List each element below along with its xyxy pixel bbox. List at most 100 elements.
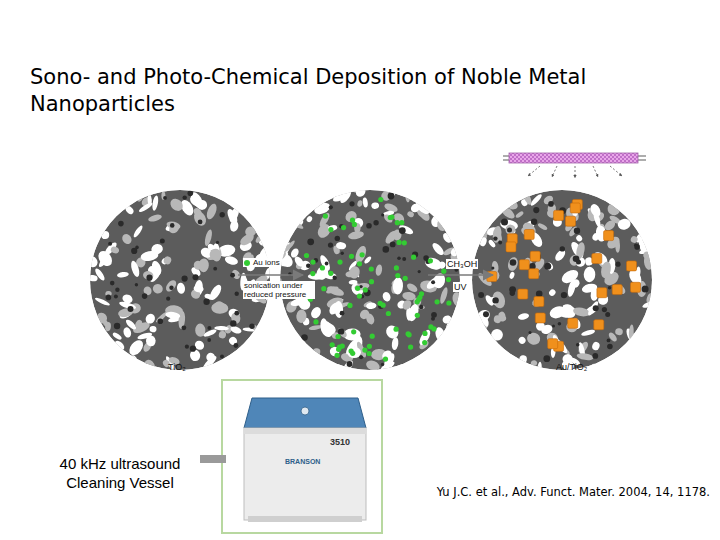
pore-shadow	[602, 307, 607, 312]
pore	[183, 181, 195, 191]
pore	[101, 231, 109, 239]
pore-shadow	[114, 323, 120, 329]
pore	[607, 331, 618, 343]
pore	[437, 218, 449, 231]
au-nanoparticle	[529, 269, 539, 279]
pore	[476, 308, 492, 324]
au-ion-dot	[395, 273, 400, 278]
cleaner-body	[244, 428, 366, 520]
pore	[365, 359, 382, 373]
pore-shadow	[399, 227, 406, 234]
au-ion-dot	[394, 265, 399, 270]
au-nanoparticle	[487, 272, 497, 282]
pore-shadow	[230, 320, 236, 326]
step-label: UV	[453, 282, 468, 292]
pore-shadow	[190, 346, 196, 352]
pore-shadow	[115, 288, 119, 292]
model-number: 3510	[330, 437, 350, 447]
pore-shadow	[558, 322, 562, 326]
pore	[142, 270, 154, 281]
pore-shadow	[592, 353, 598, 359]
pore	[381, 291, 391, 303]
pore	[379, 360, 396, 374]
pore-shadow	[169, 286, 173, 290]
au-ion-dot	[313, 319, 318, 324]
pore-shadow	[182, 276, 188, 282]
au-ion-dot	[328, 227, 333, 232]
au-nanoparticle	[548, 339, 558, 349]
au-ion-dot	[323, 214, 328, 219]
pore-shadow	[383, 246, 390, 253]
light-ray	[528, 166, 540, 176]
pore	[250, 323, 263, 334]
au-nanoparticle	[604, 231, 614, 241]
pore	[576, 352, 594, 361]
pore-shadow	[388, 193, 395, 200]
pore	[117, 307, 134, 318]
pore	[488, 296, 499, 306]
pore-shadow	[203, 299, 209, 305]
process-arrow	[428, 274, 493, 276]
pore-shadow	[507, 227, 512, 232]
au-ion-dot	[341, 225, 346, 230]
pore	[451, 291, 465, 309]
pore-shadow	[402, 257, 406, 261]
au-nanoparticle	[568, 318, 578, 328]
au-ion-dot	[435, 299, 440, 304]
pore-shadow	[114, 295, 118, 299]
au-nanoparticle	[554, 210, 564, 220]
au-ion-dot	[367, 344, 372, 349]
pore	[492, 225, 503, 243]
pore	[409, 202, 421, 214]
au-nanoparticle	[627, 261, 637, 271]
au-ion-dot	[335, 353, 340, 358]
material-label: Au/TiO₂	[556, 362, 587, 372]
pore-shadow	[419, 305, 423, 309]
pore	[526, 331, 542, 346]
cleaner-base	[248, 516, 362, 522]
pore	[121, 293, 134, 305]
au-nanoparticle	[524, 230, 534, 240]
pore	[642, 301, 654, 309]
legend-row: Au ions	[243, 258, 281, 267]
pore-shadow	[307, 238, 314, 245]
pore	[536, 361, 542, 378]
pore	[548, 288, 557, 297]
pore-shadow	[607, 339, 611, 343]
pore-shadow	[381, 213, 384, 216]
pore	[353, 244, 368, 264]
pore-shadow	[390, 242, 396, 248]
pore	[287, 217, 305, 230]
pore-shadow	[106, 295, 112, 301]
pore-shadow	[533, 207, 539, 213]
pore	[358, 308, 371, 321]
pore	[225, 208, 239, 226]
pore	[645, 292, 653, 303]
pore-shadow	[529, 331, 532, 334]
pore	[112, 331, 123, 341]
au-ion-dot	[406, 331, 411, 336]
pore-shadow	[207, 338, 211, 342]
au-nanoparticle	[612, 285, 622, 295]
porous-sphere	[90, 190, 270, 370]
au-ion-dot	[386, 311, 391, 316]
pore	[152, 283, 165, 295]
pore-shadow	[531, 219, 537, 225]
pore	[431, 241, 446, 257]
au-ion-dot	[378, 197, 383, 202]
cleaner-knob	[301, 407, 309, 415]
au-nanoparticle	[570, 203, 580, 213]
pore	[345, 270, 356, 277]
pore	[519, 355, 528, 364]
pore-shadow	[325, 262, 329, 266]
pore	[517, 336, 527, 346]
au-ion-dot	[347, 303, 352, 308]
pore	[521, 189, 533, 206]
au-ion-dot	[357, 294, 362, 299]
pore-shadow	[249, 324, 254, 329]
pore-shadow	[605, 312, 610, 317]
au-ion-dot	[422, 331, 427, 336]
au-ion-dot	[320, 265, 325, 270]
pore	[402, 291, 417, 301]
pore	[544, 261, 554, 271]
